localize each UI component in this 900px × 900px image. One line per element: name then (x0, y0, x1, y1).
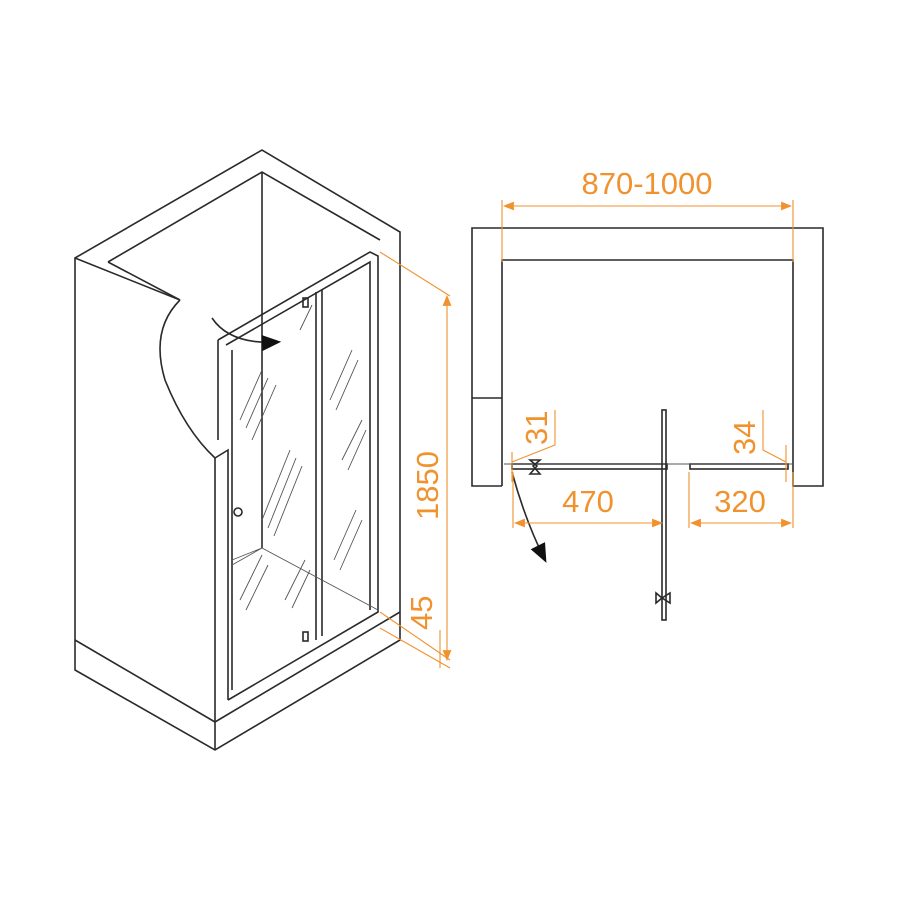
width-label: 870-1000 (581, 166, 712, 201)
offset-left-leader (511, 410, 556, 482)
panel-divider (315, 290, 323, 640)
door-swing-arrow (211, 317, 282, 351)
plinth (74, 611, 401, 750)
plan-handle (527, 459, 671, 605)
base-label: 45 (404, 596, 439, 630)
floor-line (231, 547, 379, 611)
door-width-label: 470 (562, 484, 614, 519)
height-extension-lines (379, 251, 451, 669)
left-wall-top-edge (214, 448, 229, 700)
door-handle (233, 507, 243, 517)
plan-swing-arrow (511, 471, 547, 563)
left-offset-label: 31 (519, 411, 554, 445)
top-hinge (302, 297, 309, 308)
inner-back-wall (107, 171, 381, 548)
door-open-position (661, 409, 667, 621)
fixed-width-label: 320 (714, 484, 766, 519)
bottom-hinge (302, 631, 309, 642)
plan-walls (471, 227, 824, 487)
offset-right-leader (762, 410, 787, 482)
right-offset-label: 34 (727, 421, 762, 455)
plan-view: 870-1000 31 34 470 320 (471, 166, 824, 621)
glass-texture (239, 304, 367, 611)
door-frame (217, 251, 379, 701)
left-wall-curve (74, 257, 216, 722)
isometric-view: 1850 45 (74, 149, 452, 751)
height-label: 1850 (410, 451, 445, 520)
enclosure-outline (74, 149, 401, 751)
bottom-ext-lines (512, 472, 794, 528)
fixed-panel (689, 463, 789, 470)
